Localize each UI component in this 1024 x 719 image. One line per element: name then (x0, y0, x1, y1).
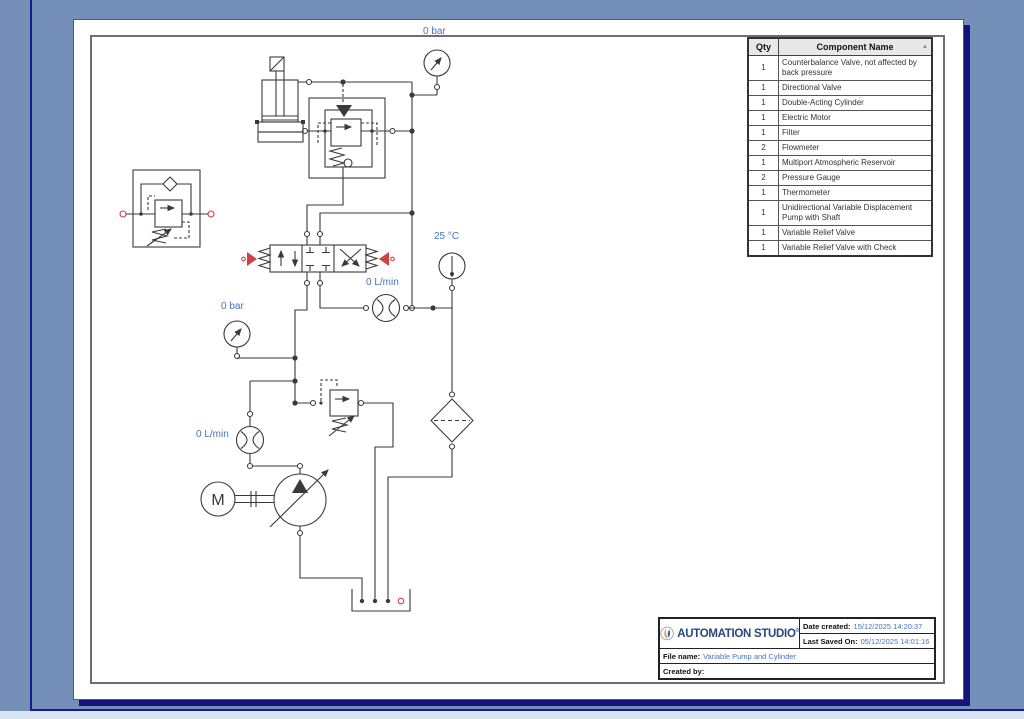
bom-name-cell: Thermometer (778, 185, 933, 201)
hydraulic-lines[interactable] (239, 78, 453, 599)
sort-ascending-icon[interactable]: ▲ (922, 44, 928, 50)
electric-motor[interactable]: M (200, 481, 274, 517)
date-created-row: Date created: 15/12/2025 14:20:37 (800, 619, 934, 634)
automation-studio-wordmark: AUTOMATION STUDIO® (677, 627, 800, 640)
bom-name-cell: Filter (778, 125, 933, 141)
workspace-left-border (30, 0, 32, 710)
double-acting-cylinder[interactable] (255, 56, 305, 143)
date-created-value: 15/12/2025 14:20:37 (853, 621, 923, 631)
bom-row: 1 Filter (747, 125, 933, 141)
last-saved-value: 05/12/2025 14:01:16 (860, 636, 930, 646)
bom-name-cell: Unidirectional Variable Displacement Pum… (778, 200, 933, 226)
registered-mark: ® (795, 627, 800, 634)
counterbalance-valve[interactable] (308, 84, 386, 179)
bom-qty-cell: 1 (747, 95, 779, 111)
bom-header-qty[interactable]: Qty (747, 37, 779, 56)
window-bottom-strip (0, 711, 1024, 719)
bom-name-cell: Flowmeter (778, 140, 933, 156)
flowmeter-right-label: 0 L/min (366, 277, 399, 288)
last-saved-row: Last Saved On: 05/12/2025 14:01:16 (800, 634, 934, 648)
pressure-gauge-left[interactable] (223, 320, 251, 360)
bom-row: 1 Counterbalance Valve, not affected by … (747, 55, 933, 81)
bom-qty-cell: 1 (747, 55, 779, 81)
directional-valve[interactable] (241, 230, 395, 287)
variable-displacement-pump[interactable] (269, 469, 329, 537)
bom-table: Qty Component Name ▲ 1 Counterbalance Va… (747, 37, 933, 257)
bom-qty-cell: 1 (747, 185, 779, 201)
bom-row: 2 Pressure Gauge (747, 170, 933, 186)
bom-row: 2 Flowmeter (747, 140, 933, 156)
bom-qty-cell: 2 (747, 140, 779, 156)
file-name-label: File name: (663, 651, 701, 661)
bom-name-cell: Multiport Atmospheric Reservoir (778, 155, 933, 171)
created-by-label: Created by: (663, 666, 705, 676)
bom-header-name-label: Component Name (816, 42, 894, 52)
bom-row: 1 Multiport Atmospheric Reservoir (747, 155, 933, 171)
bom-qty-cell: 1 (747, 110, 779, 126)
flowmeter-left-label: 0 L/min (196, 429, 229, 440)
bom-name-cell: Directional Valve (778, 80, 933, 96)
bom-name-cell: Variable Relief Valve (778, 225, 933, 241)
variable-relief-valve[interactable] (319, 379, 359, 437)
bom-qty-cell: 2 (747, 170, 779, 186)
reservoir[interactable] (351, 589, 411, 612)
bom-row: 1 Electric Motor (747, 110, 933, 126)
bom-name-cell: Electric Motor (778, 110, 933, 126)
bom-qty-cell: 1 (747, 80, 779, 96)
thermometer-label: 25 °C (434, 231, 460, 242)
thermometer[interactable] (438, 252, 466, 308)
bom-name-cell: Variable Relief Valve with Check (778, 240, 933, 257)
automation-studio-logo: AUTOMATION STUDIO® (660, 619, 800, 648)
bom-row: 1 Unidirectional Variable Displacement P… (747, 200, 933, 226)
bom-row: 1 Directional Valve (747, 80, 933, 96)
bom-header-row: Qty Component Name ▲ (747, 37, 933, 56)
pressure-gauge-top[interactable] (412, 49, 451, 96)
bom-qty-cell: 1 (747, 225, 779, 241)
bom-name-cell: Double-Acting Cylinder (778, 95, 933, 111)
flowmeter-left[interactable] (235, 410, 265, 470)
bom-name-cell: Counterbalance Valve, not affected by ba… (778, 55, 933, 81)
bom-qty-cell: 1 (747, 240, 779, 257)
gauge-left-label: 0 bar (221, 301, 244, 312)
bom-name-cell: Pressure Gauge (778, 170, 933, 186)
drawing-frame (90, 35, 945, 684)
bom-qty-cell: 1 (747, 155, 779, 171)
bom-row: 1 Variable Relief Valve with Check (747, 240, 933, 257)
bom-row: 1 Variable Relief Valve (747, 225, 933, 241)
bom-row: 1 Thermometer (747, 185, 933, 201)
bom-header-name[interactable]: Component Name ▲ (778, 37, 933, 56)
svg-text:M: M (211, 492, 224, 509)
file-name-row: File name: Variable Pump and Cylinder (660, 649, 934, 664)
workspace-bottom-border (30, 709, 1024, 711)
variable-relief-valve-with-check[interactable] (119, 169, 215, 248)
last-saved-label: Last Saved On: (803, 636, 858, 646)
filter[interactable] (430, 391, 474, 450)
automation-studio-logo-icon (660, 626, 674, 641)
bom-row: 1 Double-Acting Cylinder (747, 95, 933, 111)
title-block: AUTOMATION STUDIO® Date created: 15/12/2… (658, 617, 936, 680)
file-name-value: Variable Pump and Cylinder (703, 651, 796, 661)
flowmeter-right[interactable] (371, 293, 401, 323)
date-created-label: Date created: (803, 621, 851, 631)
bom-qty-cell: 1 (747, 200, 779, 226)
created-by-row: Created by: (660, 664, 934, 678)
gauge-top-label: 0 bar (423, 26, 446, 37)
bom-qty-cell: 1 (747, 125, 779, 141)
